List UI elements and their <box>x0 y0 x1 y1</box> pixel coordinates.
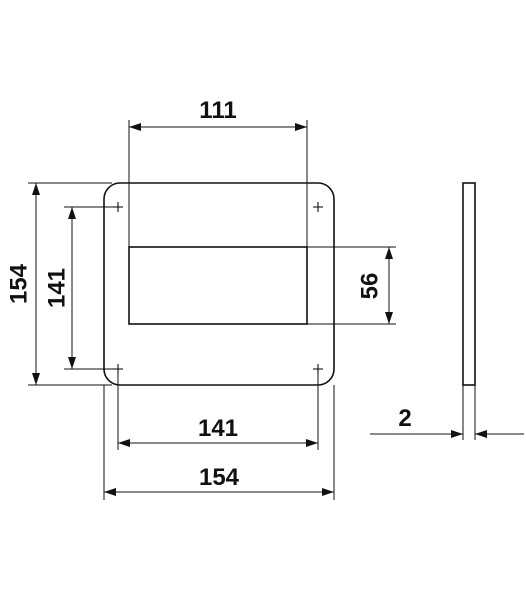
dimension-outer-height: 154 <box>5 182 112 386</box>
dimension-label-outer-height: 154 <box>5 263 32 304</box>
plate-opening <box>128 246 308 325</box>
dimension-outer-width: 154 <box>103 385 335 500</box>
dimension-top-width: 111 <box>128 97 308 247</box>
dimension-thickness: 2 <box>370 385 524 440</box>
dimension-inner-height: 141 <box>43 206 113 370</box>
plate-side-view <box>462 182 476 386</box>
dimension-inner-width: 141 <box>117 374 319 450</box>
dimension-label-outer-width: 154 <box>199 464 240 491</box>
dimension-opening-height: 56 <box>307 246 396 325</box>
dimension-label-inner-height: 141 <box>43 268 70 308</box>
dimension-label-opening-height: 56 <box>356 273 383 300</box>
mounting-hole-bottom-right <box>313 364 323 374</box>
mounting-hole-top-right <box>313 202 323 212</box>
mounting-hole-bottom-left <box>113 364 123 374</box>
dimension-label-inner-width: 141 <box>198 415 238 442</box>
dimension-label-thickness: 2 <box>398 405 411 432</box>
mounting-hole-top-left <box>113 202 123 212</box>
dimension-label-top-width: 111 <box>199 97 236 124</box>
plate-outline <box>103 182 335 386</box>
